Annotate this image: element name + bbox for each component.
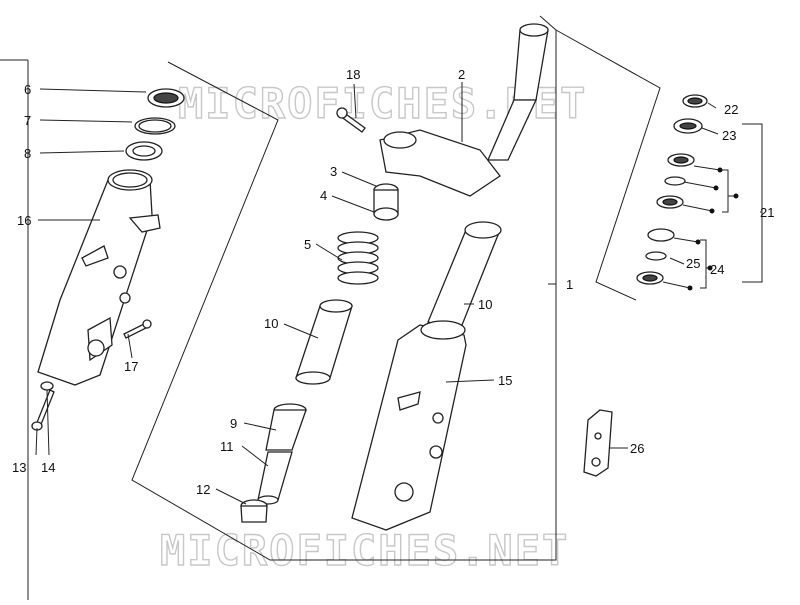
callout-18: 18 (346, 67, 360, 82)
fork-leg-right-upper (427, 221, 502, 331)
part-8-washer-inner (132, 145, 156, 157)
callout-22: 22 (724, 102, 738, 117)
steering-stem (487, 23, 549, 161)
part-9-damper-rod (265, 403, 307, 451)
part-14-washer (40, 381, 54, 391)
callout-14: 14 (41, 460, 55, 475)
part-5-spring (337, 231, 379, 285)
callout-13: 13 (12, 460, 26, 475)
part-2-triple-clamp (379, 129, 501, 197)
fork-leg-left-clip (81, 245, 109, 267)
part-7-ring-inner (138, 119, 172, 133)
bracket-21 (742, 123, 763, 283)
callout-15: 15 (498, 373, 512, 388)
callout-1: 1 (566, 277, 573, 292)
part-18-screw (336, 107, 366, 133)
bearing-cup-bottom (647, 228, 675, 242)
part-10-tube (295, 299, 353, 385)
callout-6: 6 (24, 82, 31, 97)
callout-10-left: 10 (264, 316, 278, 331)
bracket-24 (700, 239, 707, 289)
bearing-balls-top (664, 176, 686, 186)
fork-leg-left-boss-1 (113, 265, 127, 279)
callout-2: 2 (458, 67, 465, 82)
callout-17: 17 (124, 359, 138, 374)
callout-12: 12 (196, 482, 210, 497)
callout-21: 21 (760, 205, 774, 220)
leader-lines (35, 82, 719, 505)
frame-right (555, 29, 661, 301)
callout-5: 5 (304, 237, 311, 252)
callout-3: 3 (330, 164, 337, 179)
callout-11: 11 (220, 439, 234, 454)
part-15-fork-leg-right (351, 320, 467, 531)
callout-8: 8 (24, 146, 31, 161)
callouts: 6 7 8 16 13 14 17 18 2 3 4 5 10 10 9 11 … (12, 67, 774, 497)
part-13-screw (31, 389, 55, 431)
callout-26: 26 (630, 441, 644, 456)
watermark-bottom: MICROFICHES.NET (160, 526, 569, 575)
callout-9: 9 (230, 416, 237, 431)
fork-leg-left-axle (87, 339, 105, 357)
assembly-frame (0, 15, 661, 600)
part-12-cap (240, 499, 268, 523)
callout-16: 16 (17, 213, 31, 228)
callout-7: 7 (24, 113, 31, 128)
fork-leg-left-tab (128, 214, 161, 233)
callout-4: 4 (320, 188, 327, 203)
bearing-stack (636, 94, 708, 285)
callout-25: 25 (686, 256, 700, 271)
callout-23: 23 (722, 128, 736, 143)
part-17-screw (123, 319, 152, 339)
leader-dots (662, 165, 739, 291)
fork-leg-left-bore (112, 172, 148, 188)
fork-leg-left (37, 169, 161, 386)
bracket-21-inner (722, 169, 729, 213)
fork-leg-left-boss-2 (119, 292, 131, 304)
part-26-plate (583, 409, 613, 477)
fork-leg-left-body (37, 179, 153, 386)
part-25-balls (645, 251, 667, 261)
part-11-spring (257, 451, 293, 505)
callout-24: 24 (710, 262, 724, 277)
part-3-bushing (373, 183, 399, 221)
part-6-seal-inner (153, 92, 179, 104)
callout-10-right: 10 (478, 297, 492, 312)
